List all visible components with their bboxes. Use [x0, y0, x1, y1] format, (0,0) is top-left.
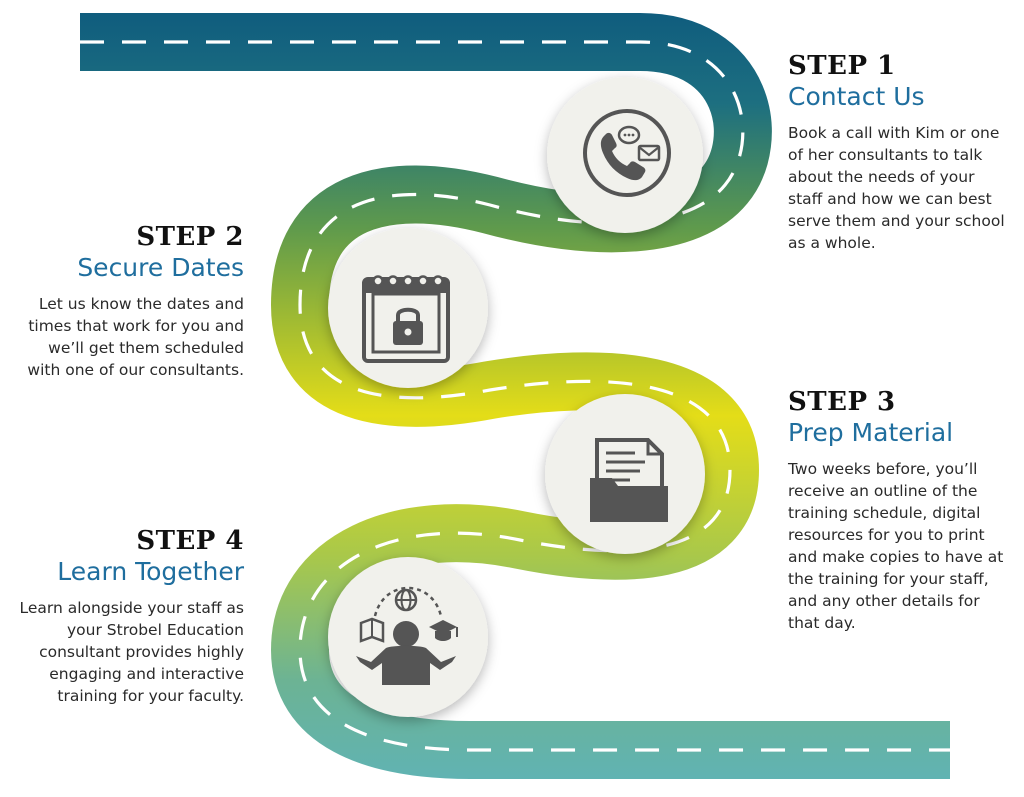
calendar-lock-icon	[362, 275, 450, 363]
step-2-text: STEP 2 Secure Dates Let us know the date…	[14, 223, 244, 381]
step-2-circle	[328, 228, 488, 388]
learner-globe-book-cap-icon	[356, 586, 458, 685]
road-center-dashes	[80, 40, 950, 752]
phone-chat-mail-icon	[583, 109, 671, 197]
step-3-circle	[545, 394, 705, 554]
step-1-description: Book a call with Kim or one of her consu…	[788, 123, 1005, 252]
step-4-circle	[328, 557, 488, 717]
step-3-title: Prep Material	[788, 417, 954, 447]
step-3-label: STEP 3	[788, 387, 896, 417]
step-1-text: STEP 1 Contact Us Book a call with Kim o…	[788, 52, 1013, 254]
step-4-description: Learn alongside your staff as your Strob…	[19, 598, 245, 705]
step-4-title: Learn Together	[57, 556, 244, 586]
step-2-description: Let us know the dates and times that wor…	[27, 294, 244, 379]
step-1-title: Contact Us	[788, 81, 925, 111]
document-folder-icon	[590, 438, 668, 522]
step-2-label: STEP 2	[136, 222, 244, 252]
step-1-label: STEP 1	[788, 51, 896, 81]
step-2-title: Secure Dates	[77, 252, 244, 282]
step-4-text: STEP 4 Learn Together Learn alongside yo…	[14, 526, 245, 707]
step-3-text: STEP 3 Prep Material Two weeks before, y…	[788, 388, 1013, 634]
step-3-description: Two weeks before, you’ll receive an outl…	[788, 459, 1004, 632]
step-4-label: STEP 4	[136, 526, 244, 556]
step-1-circle	[547, 77, 703, 233]
